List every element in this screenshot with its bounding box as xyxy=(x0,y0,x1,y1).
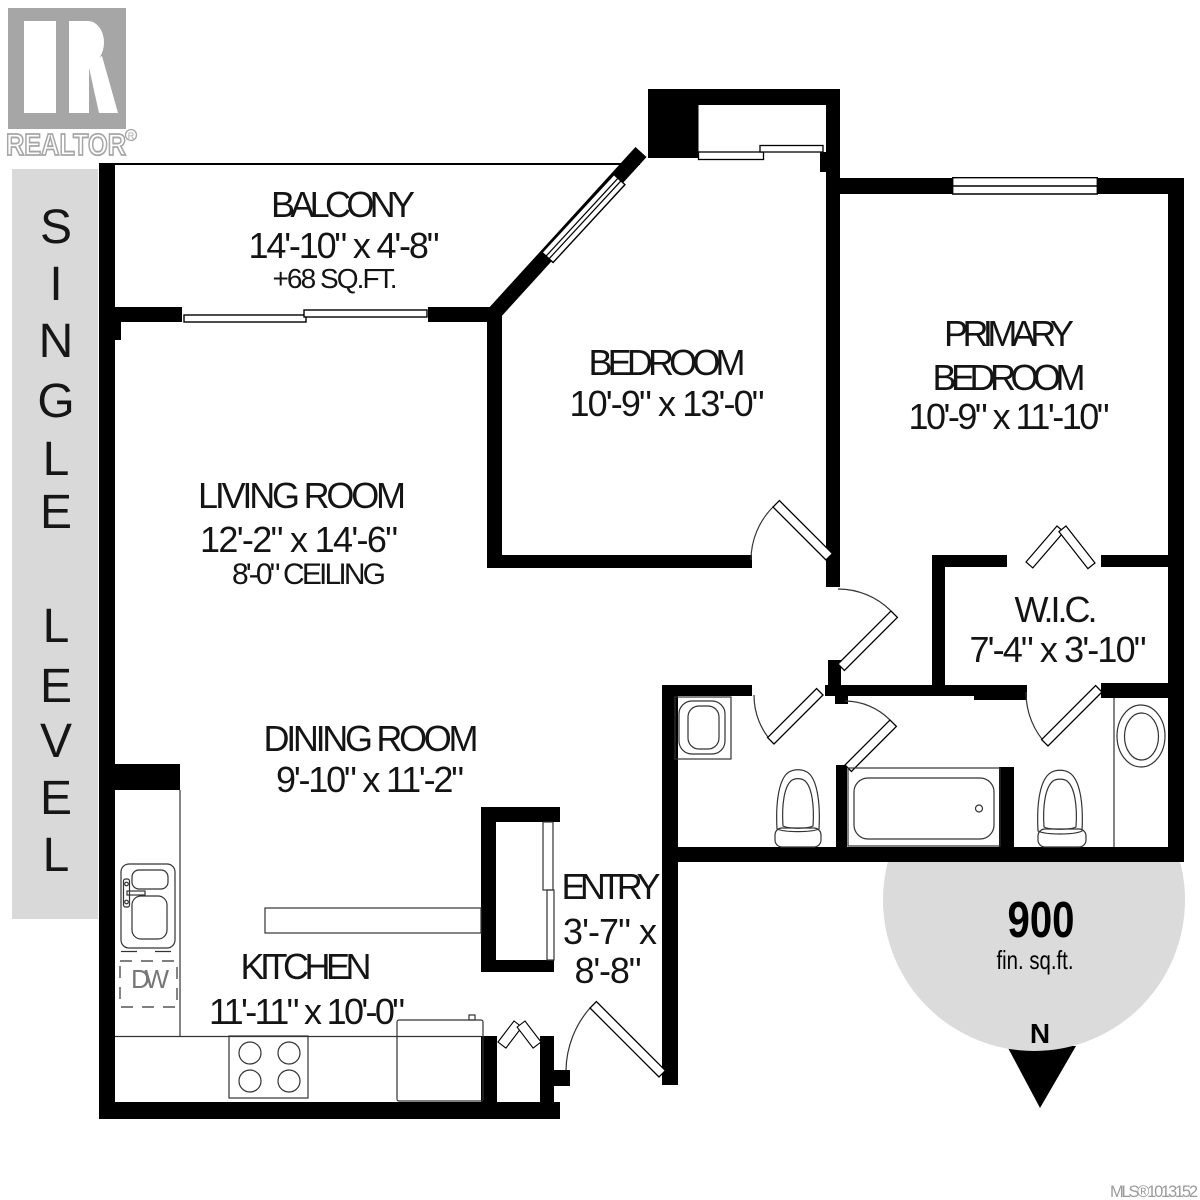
svg-text:10'-9" x 13'-0": 10'-9" x 13'-0" xyxy=(570,383,765,424)
svg-text:PRIMARY: PRIMARY xyxy=(944,313,1074,354)
svg-text:10'-9" x 11'-10": 10'-9" x 11'-10" xyxy=(909,396,1110,437)
svg-text:3'-7" x: 3'-7" x xyxy=(563,911,657,952)
svg-text:7'-4" x 3'-10": 7'-4" x 3'-10" xyxy=(970,629,1147,670)
svg-text:12'-2" x 14'-6": 12'-2" x 14'-6" xyxy=(200,519,398,560)
svg-text:ENTRY: ENTRY xyxy=(562,866,661,907)
svg-text:DINING ROOM: DINING ROOM xyxy=(264,718,479,759)
svg-text:E: E xyxy=(40,660,72,713)
svg-text:LIVING ROOM: LIVING ROOM xyxy=(198,475,406,516)
svg-text:BEDROOM: BEDROOM xyxy=(589,342,746,383)
svg-text:+68 SQ.FT.: +68 SQ.FT. xyxy=(273,263,398,294)
svg-text:11'-11" x 10'-0": 11'-11" x 10'-0" xyxy=(209,991,405,1032)
svg-text:fin. sq.ft.: fin. sq.ft. xyxy=(997,945,1074,975)
svg-text:W.I.C.: W.I.C. xyxy=(1015,589,1098,630)
svg-text:BEDROOM: BEDROOM xyxy=(933,357,1086,398)
svg-text:REALTOR: REALTOR xyxy=(6,127,126,162)
svg-text:E: E xyxy=(40,772,72,825)
svg-text:8'-8": 8'-8" xyxy=(575,950,642,991)
svg-text:8'-0" CEILING: 8'-0" CEILING xyxy=(232,558,386,591)
svg-text:V: V xyxy=(40,715,72,768)
svg-text:DW: DW xyxy=(131,964,169,994)
svg-text:S: S xyxy=(40,201,72,254)
svg-text:N: N xyxy=(39,315,74,368)
svg-text:E: E xyxy=(40,486,72,539)
svg-text:900: 900 xyxy=(1008,891,1075,948)
svg-text:L: L xyxy=(43,829,70,882)
svg-text:L: L xyxy=(43,433,70,486)
svg-text:9'-10" x 11'-2": 9'-10" x 11'-2" xyxy=(276,759,464,800)
svg-text:14'-10" x 4'-8": 14'-10" x 4'-8" xyxy=(249,225,440,266)
svg-text:KITCHEN: KITCHEN xyxy=(241,946,372,987)
svg-text:G: G xyxy=(37,375,74,428)
svg-text:I: I xyxy=(49,258,62,311)
svg-text:BALCONY: BALCONY xyxy=(271,184,415,225)
svg-text:R: R xyxy=(128,131,135,141)
svg-text:N: N xyxy=(1030,1018,1050,1049)
svg-text:L: L xyxy=(43,600,70,653)
svg-text:MLS®1013152: MLS®1013152 xyxy=(1110,1183,1198,1200)
